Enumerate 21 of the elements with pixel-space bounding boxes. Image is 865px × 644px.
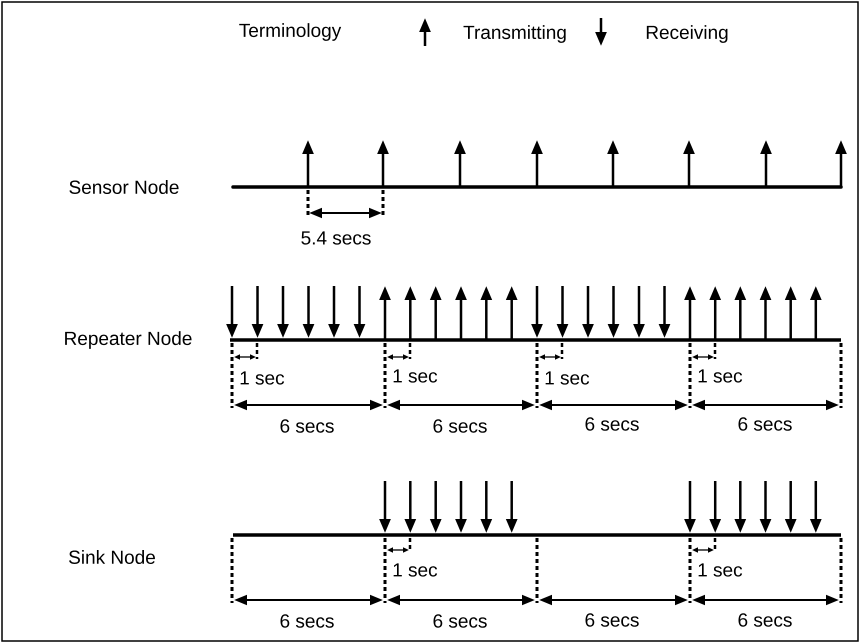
row-label: Sensor Node [69, 180, 179, 194]
row-label: Repeater Node [65, 331, 192, 349]
dimension-label: 6 secs [738, 613, 792, 627]
legend-label: Transmitting [464, 25, 566, 43]
dimension-label: 6 secs [586, 417, 639, 431]
dimension-label: 1 sec [394, 369, 438, 383]
legend-title: Terminology [239, 23, 342, 41]
dimension-label: 6 secs [586, 613, 639, 627]
dimension-label: 6 secs [280, 614, 334, 628]
dimension-label: 1 sec [240, 371, 284, 385]
legend-label: Receiving [646, 25, 728, 43]
dimension-label: 1 sec [698, 563, 742, 577]
row-label: Sink Node [69, 550, 155, 564]
dimension-label: 6 secs [434, 614, 487, 628]
dimension-label: 6 secs [280, 419, 334, 433]
dimension-label: 1 sec [394, 563, 438, 577]
dimension-label: 5.4 secs [301, 231, 371, 245]
dimension-label: 6 secs [738, 417, 792, 431]
dimension-label: 6 secs [434, 419, 487, 433]
dimension-label: 1 sec [546, 371, 590, 385]
dimension-label: 1 sec [698, 369, 742, 383]
